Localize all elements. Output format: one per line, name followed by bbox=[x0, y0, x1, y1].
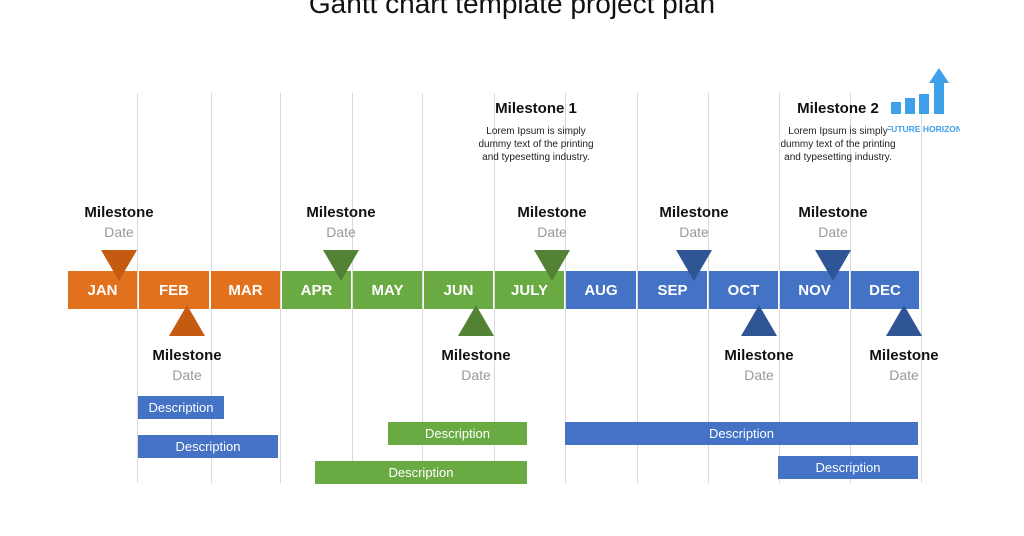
milestone-date: Date bbox=[104, 224, 134, 240]
gridline bbox=[779, 93, 780, 483]
gridline bbox=[352, 93, 353, 483]
future-horizon-logo: FUTURE HORIZON bbox=[886, 68, 962, 138]
milestone-title: Milestone bbox=[84, 204, 154, 221]
milestone-date: Date bbox=[889, 367, 919, 383]
month-oct: OCT bbox=[709, 271, 778, 309]
milestone-date: Date bbox=[679, 224, 709, 240]
milestone-date: Date bbox=[461, 367, 491, 383]
gridline bbox=[280, 93, 281, 483]
key-milestone-text: Lorem Ipsum is simply dummy text of the … bbox=[780, 126, 896, 163]
milestone-title: Milestone bbox=[798, 204, 868, 221]
milestone-title: Milestone bbox=[869, 347, 939, 364]
gridline bbox=[565, 93, 566, 483]
milestone-title: Milestone bbox=[306, 204, 376, 221]
page-title: Gantt chart template project plan bbox=[308, 0, 716, 19]
gridline bbox=[422, 93, 423, 483]
description-bar: Description bbox=[315, 461, 527, 484]
gridline bbox=[137, 93, 138, 483]
month-jun: JUN bbox=[424, 271, 493, 309]
milestone-date: Date bbox=[537, 224, 567, 240]
description-bar: Description bbox=[138, 435, 278, 458]
milestone-marker-up-icon bbox=[886, 305, 922, 336]
month-aug: AUG bbox=[566, 271, 636, 309]
key-milestone-1: Milestone 1 Lorem Ipsum is simply dummy t… bbox=[456, 100, 616, 164]
milestone-marker-down-icon bbox=[101, 250, 137, 281]
gridline bbox=[637, 93, 638, 483]
gridline bbox=[921, 93, 922, 483]
milestone-title: Milestone bbox=[441, 347, 511, 364]
milestone-date: Date bbox=[172, 367, 202, 383]
milestone-marker-down-icon bbox=[323, 250, 359, 281]
month-may: MAY bbox=[353, 271, 422, 309]
gridline bbox=[850, 93, 851, 483]
key-milestone-text: Lorem Ipsum is simply dummy text of the … bbox=[478, 126, 594, 163]
milestone-marker-up-icon bbox=[169, 305, 205, 336]
gridline bbox=[494, 93, 495, 483]
month-mar: MAR bbox=[211, 271, 280, 309]
milestone-title: Milestone bbox=[517, 204, 587, 221]
key-milestone-2: Milestone 2 Lorem Ipsum is simply dummy t… bbox=[758, 100, 918, 164]
description-bar: Description bbox=[138, 396, 224, 419]
milestone-marker-up-icon bbox=[741, 305, 777, 336]
key-milestone-title: Milestone 1 bbox=[495, 100, 577, 117]
milestone-title: Milestone bbox=[724, 347, 794, 364]
milestone-marker-down-icon bbox=[676, 250, 712, 281]
month-dec: DEC bbox=[851, 271, 919, 309]
milestone-title: Milestone bbox=[659, 204, 729, 221]
month-feb: FEB bbox=[139, 271, 209, 309]
month-sep: SEP bbox=[638, 271, 707, 309]
description-bar: Description bbox=[565, 422, 918, 445]
key-milestone-title: Milestone 2 bbox=[797, 100, 879, 117]
milestone-marker-down-icon bbox=[534, 250, 570, 281]
svg-text:FUTURE HORIZON: FUTURE HORIZON bbox=[888, 124, 960, 134]
milestone-title: Milestone bbox=[152, 347, 222, 364]
milestone-marker-down-icon bbox=[815, 250, 851, 281]
milestone-marker-up-icon bbox=[458, 305, 494, 336]
milestone-date: Date bbox=[818, 224, 848, 240]
description-bar: Description bbox=[388, 422, 527, 445]
milestone-date: Date bbox=[744, 367, 774, 383]
milestone-date: Date bbox=[326, 224, 356, 240]
gridline bbox=[708, 93, 709, 483]
description-bar: Description bbox=[778, 456, 918, 479]
